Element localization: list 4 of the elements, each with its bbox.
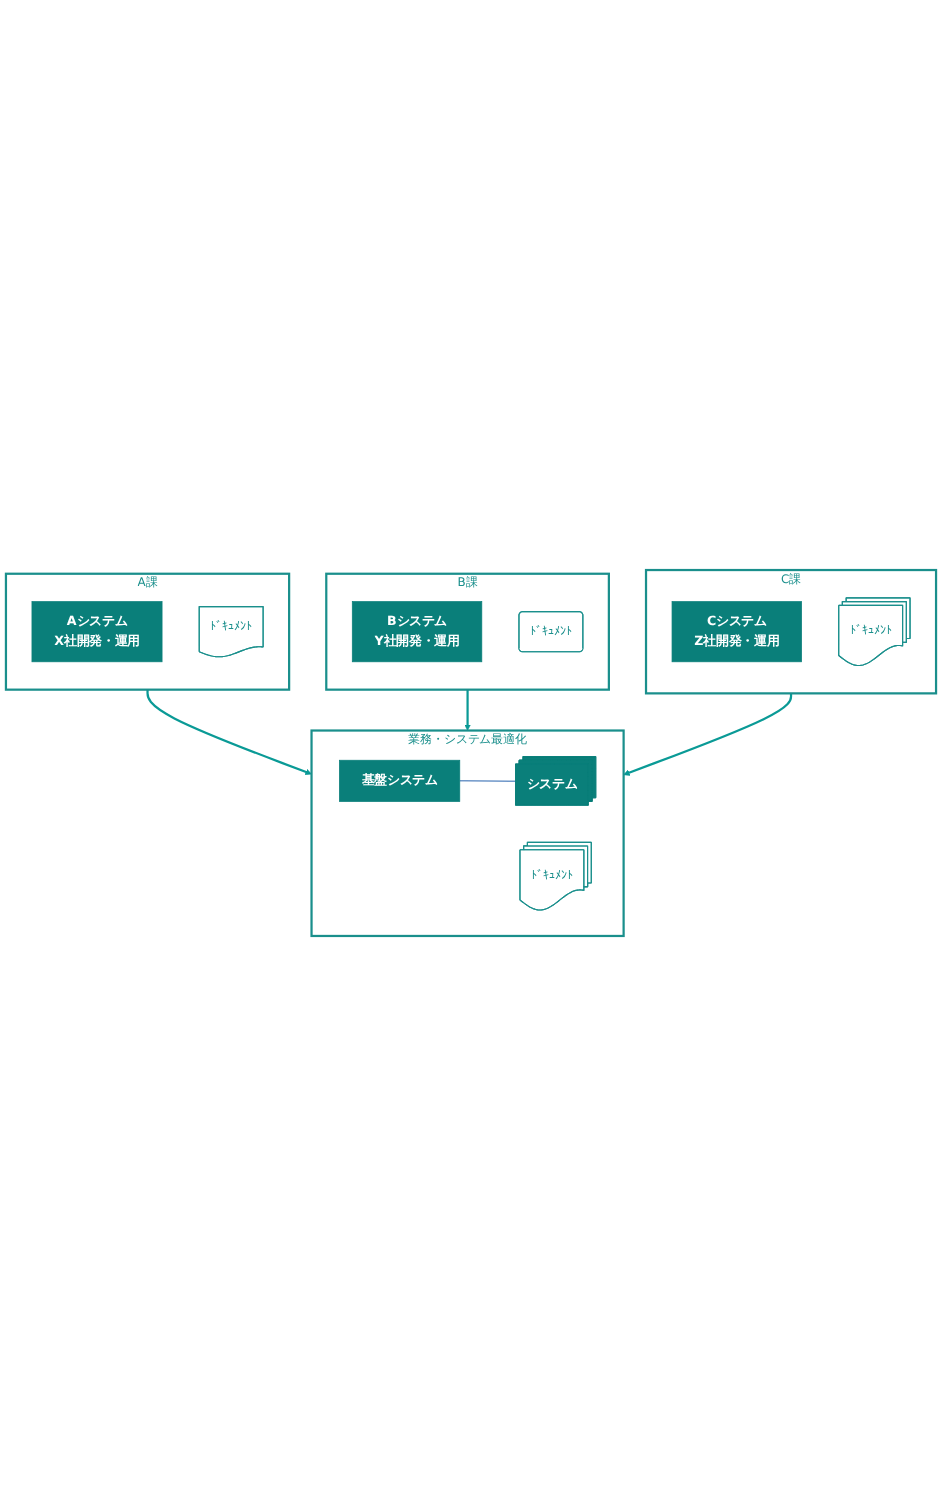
connector (459, 780, 517, 782)
arrow (146, 689, 312, 776)
arrow (464, 689, 471, 731)
arrow (623, 693, 793, 776)
